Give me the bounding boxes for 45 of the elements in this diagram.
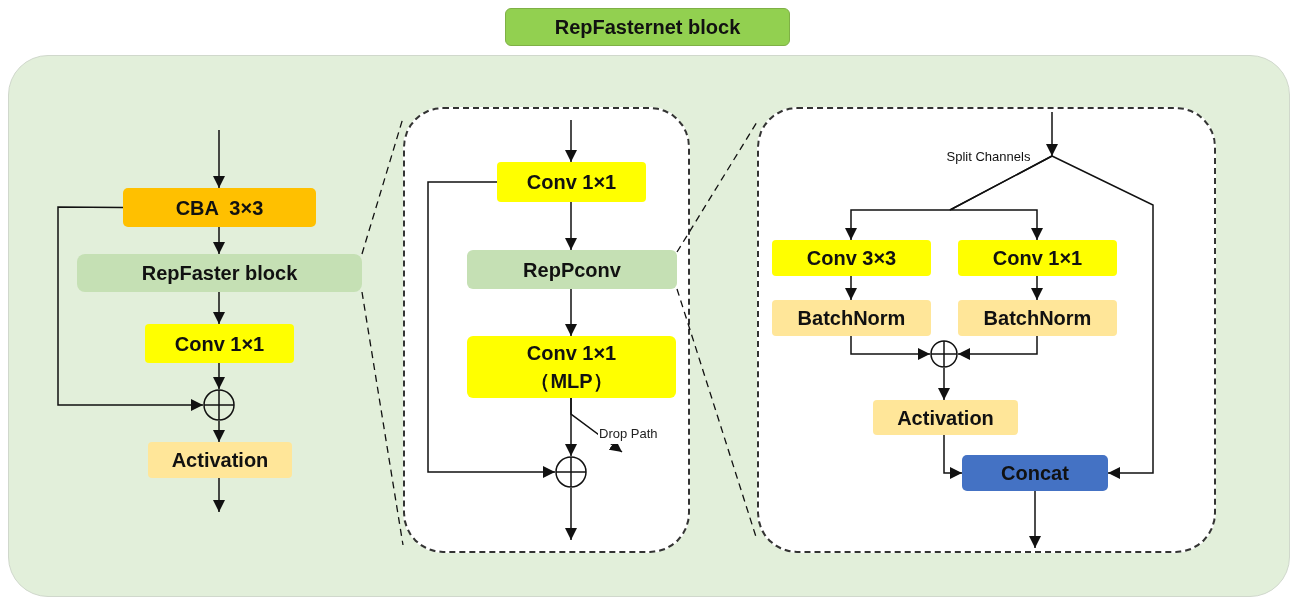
arrow <box>1046 111 1058 157</box>
layer-box: Conv 3×3 <box>772 240 931 276</box>
layer-box: Conv 1×1 （MLP） <box>467 336 676 398</box>
arrow <box>1029 490 1041 549</box>
arrow <box>565 119 577 163</box>
layer-box: BatchNorm <box>958 300 1117 336</box>
dashed-panel <box>757 107 1216 553</box>
layer-box: Conv 1×1 <box>497 162 646 202</box>
arrow <box>565 288 577 337</box>
zoom-line <box>676 121 758 253</box>
arrow <box>213 129 225 189</box>
arrow <box>213 291 225 325</box>
layer-box: Activation <box>873 400 1018 435</box>
arrow <box>943 434 963 479</box>
arrow <box>57 206 204 411</box>
layer-box: Activation <box>148 442 292 478</box>
layer-box: Concat <box>962 455 1108 491</box>
arrow <box>957 335 1038 360</box>
arrow <box>949 155 1053 241</box>
arrow <box>850 335 931 360</box>
sum-circle <box>555 456 587 488</box>
arrow <box>1051 155 1154 479</box>
arrow <box>565 201 577 251</box>
layer-box: Conv 1×1 <box>145 324 294 363</box>
arrow <box>938 367 950 401</box>
arrow <box>213 362 225 390</box>
title-banner: RepFasternet block <box>505 8 790 46</box>
layer-box: CBA 3×3 <box>123 188 316 227</box>
arrow <box>1031 275 1043 301</box>
arrow <box>213 477 225 513</box>
arrow <box>845 275 857 301</box>
layer-box: RepFaster block <box>77 254 362 292</box>
arrow <box>565 487 577 541</box>
arrow <box>213 420 225 443</box>
sum-circle <box>203 389 235 421</box>
layer-box: RepPconv <box>467 250 677 289</box>
sum-circle <box>930 340 958 368</box>
split-label: Split Channels <box>925 146 1052 166</box>
dashed-panel <box>403 107 690 553</box>
arrow <box>213 226 225 255</box>
arrow <box>427 181 556 478</box>
zoom-line <box>361 291 404 546</box>
layer-box: Conv 1×1 <box>958 240 1117 276</box>
layer-box: BatchNorm <box>772 300 931 336</box>
panel-background <box>8 55 1290 597</box>
